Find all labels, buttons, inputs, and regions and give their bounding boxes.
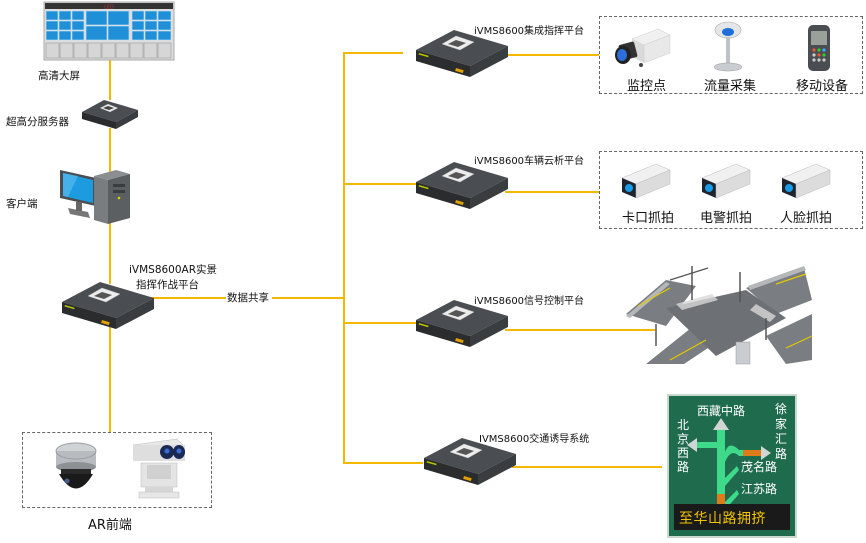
sign-right-road: 徐 家 汇 路: [775, 402, 789, 462]
sign-message-panel: [674, 504, 790, 530]
server-icon: [416, 300, 508, 347]
hires-server: [82, 98, 138, 130]
wire-trunk: [343, 52, 345, 464]
device-label-monitor-point: 监控点: [627, 79, 667, 94]
wire-server-to-client: [109, 128, 111, 178]
sign-right-road-char: 路: [775, 447, 788, 461]
platform-2-devices-group: 卡口抓拍 电警抓拍 人脸抓拍: [599, 151, 863, 229]
sign-right-road-char: 汇: [775, 432, 788, 446]
ar-platform-label-line1: iVMS8600AR实景: [129, 264, 218, 276]
device-label-checkpoint-capture: 卡口抓拍: [622, 211, 675, 226]
ptz-camera-icon: [132, 438, 186, 499]
platform-1-server: [416, 28, 508, 78]
platform-2-label: iVMS8600车辆云析平台: [474, 156, 585, 167]
wire-data-sharing-left: [150, 297, 226, 299]
sign-branch-road-2: 江苏路: [741, 482, 778, 496]
wire-platform3-to-intersection: [505, 329, 655, 331]
sign-right-road-char: 徐: [775, 402, 788, 416]
video-wall-label: 高清大屏: [38, 70, 80, 82]
server-icon: [82, 100, 138, 129]
device-label-flow-collection: 流量采集: [704, 79, 757, 94]
device-label-face-capture: 人脸抓拍: [780, 211, 833, 226]
intersection-icon: [626, 266, 813, 365]
wire-platform2-to-devices: [505, 191, 599, 193]
client-computer: [60, 166, 130, 226]
server-icon: [62, 282, 154, 329]
traffic-guidance-sign: 西藏中路 北 京 西 路 徐 家 汇 路 茂名路 江苏路 至华山路拥挤: [667, 394, 797, 538]
bullet-camera-icon: [621, 163, 671, 199]
ar-frontend-label: AR前端: [88, 518, 132, 533]
desktop-computer-icon: [60, 170, 130, 224]
video-wall-icon: LED: [43, 1, 175, 61]
dome-camera-icon: [55, 442, 97, 489]
wire-branch-2: [343, 183, 418, 185]
wire-ar-platform-to-frontend: [109, 325, 111, 433]
wire-wall-to-server: [109, 60, 111, 100]
sign-left-road-char: 京: [677, 432, 690, 446]
ar-platform-server: [62, 280, 154, 330]
sign-left-road-char: 西: [677, 446, 690, 460]
server-icon: [424, 438, 516, 485]
device-label-violation-capture: 电警抓拍: [700, 211, 753, 226]
video-wall: LED: [43, 1, 175, 61]
platform-3-server: [416, 298, 508, 348]
sign-left-road-char: 路: [677, 460, 690, 474]
wire-platform1-to-devices: [505, 54, 599, 56]
platform-2-server: [416, 160, 508, 210]
intersection-illustration: [626, 264, 816, 365]
traffic-sensor-icon: [713, 21, 743, 72]
wire-branch-3: [343, 322, 418, 324]
server-icon: [416, 30, 508, 77]
platform-1-devices-group: 监控点 流量采集 移动设备: [599, 16, 863, 94]
wire-branch-1: [343, 52, 403, 54]
wire-data-sharing-right: [272, 297, 344, 299]
server-icon: [416, 162, 508, 209]
sign-branch-road-1: 茂名路: [741, 460, 778, 474]
client-label: 客户端: [6, 198, 38, 210]
led-text: LED: [104, 5, 114, 11]
sign-top-road: 西藏中路: [697, 404, 746, 418]
sign-left-road: 北 京 西 路: [677, 418, 691, 474]
wire-client-to-ar-platform: [109, 222, 111, 284]
handheld-terminal-icon: [808, 25, 830, 71]
data-sharing-label: 数据共享: [227, 292, 269, 304]
platform-4-server: [424, 436, 516, 486]
platform-4-label: IVMS8600交通诱导系统: [479, 434, 590, 445]
bullet-camera-icon: [701, 163, 751, 199]
ar-frontend-group: [22, 432, 212, 508]
wire-platform4-to-sign: [512, 466, 662, 468]
box-camera-icon: [615, 28, 671, 67]
sign-right-road-char: 家: [775, 417, 788, 431]
ar-platform-label-line2: 指挥作战平台: [136, 279, 199, 291]
device-label-mobile-device: 移动设备: [796, 79, 849, 94]
sign-left-road-char: 北: [677, 418, 690, 432]
wire-branch-4: [343, 462, 423, 464]
hires-server-label: 超高分服务器: [6, 116, 69, 128]
bullet-camera-icon: [781, 163, 831, 199]
platform-3-label: iVMS8600信号控制平台: [474, 296, 585, 307]
sign-message: 至华山路拥挤: [679, 511, 766, 527]
platform-1-label: iVMS8600集成指挥平台: [474, 26, 585, 37]
